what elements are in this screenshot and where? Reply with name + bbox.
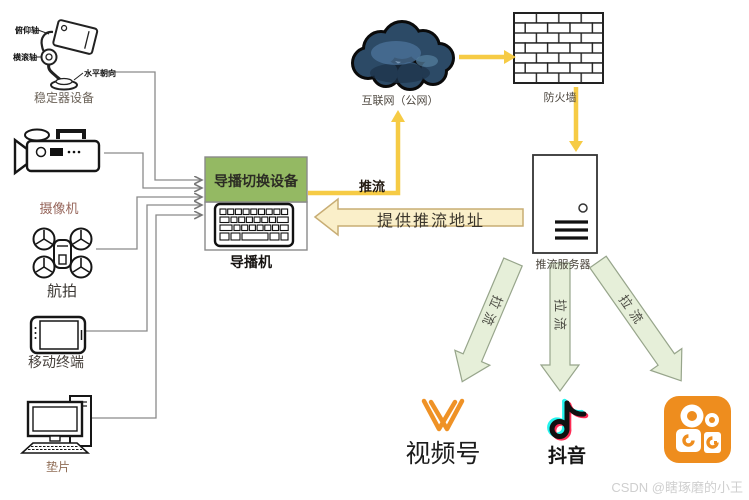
internet-cloud-caption: 互联网（公网） [361,95,439,107]
gimbal-heading-label: 水平朝向 [84,69,116,78]
provide-url-arrow [313,197,524,237]
wechat-channels-logo-icon [421,398,465,432]
stabilizer-caption: 稳定器设备 [33,91,95,105]
drone-caption: 航拍 [46,284,78,300]
gimbal-roll-axis-label: 横滚轴 [13,53,37,62]
csdn-watermark: CSDN @瞎琢磨的小王 [611,480,743,495]
mobile-terminal-caption: 移动终端 [28,356,84,371]
switcher-device-title: 导播切换设备 [214,175,298,190]
gimbal-pitch-axis-label: 俯仰轴 [15,26,39,35]
pull-mid-label: 拉流 [553,299,568,335]
device-connectors [86,71,202,419]
pull-stream-arrow-left: 拉流 [454,257,523,383]
keyboard-icon [213,202,295,248]
switcher-box [204,156,308,251]
drone-icon [32,227,93,279]
push-server-caption: 推流服务器 [535,259,591,271]
firewall-icon [513,12,604,84]
cloud-to-firewall-arrow [459,50,516,64]
provide-url-label: 提供推流地址 [376,213,486,230]
pull-stream-arrow-right: 拉流 [588,255,683,382]
server-icon [532,154,598,254]
push-stream-arrow [308,110,405,196]
push-stream-label: 推流 [358,179,386,194]
mobile-phone-icon [29,315,87,355]
kuaishou-logo-icon [664,396,731,463]
pad-caption: 垫片 [45,460,71,474]
video-camera-icon [13,128,101,176]
camera-caption: 摄像机 [39,201,79,216]
firewall-to-server-arrow [569,87,583,152]
douyin-logo-icon [547,398,589,441]
internet-cloud-icon [351,20,455,91]
pull-stream-arrow-mid: 拉流 [539,262,581,393]
douyin-label: 抖音 [547,446,587,467]
stabilizer-icon [36,19,99,91]
wechat-channels-label: 视频号 [405,440,481,468]
switcher-caption: 导播机 [230,256,272,271]
firewall-caption: 防火墙 [543,92,577,104]
desktop-computer-icon [19,395,92,454]
